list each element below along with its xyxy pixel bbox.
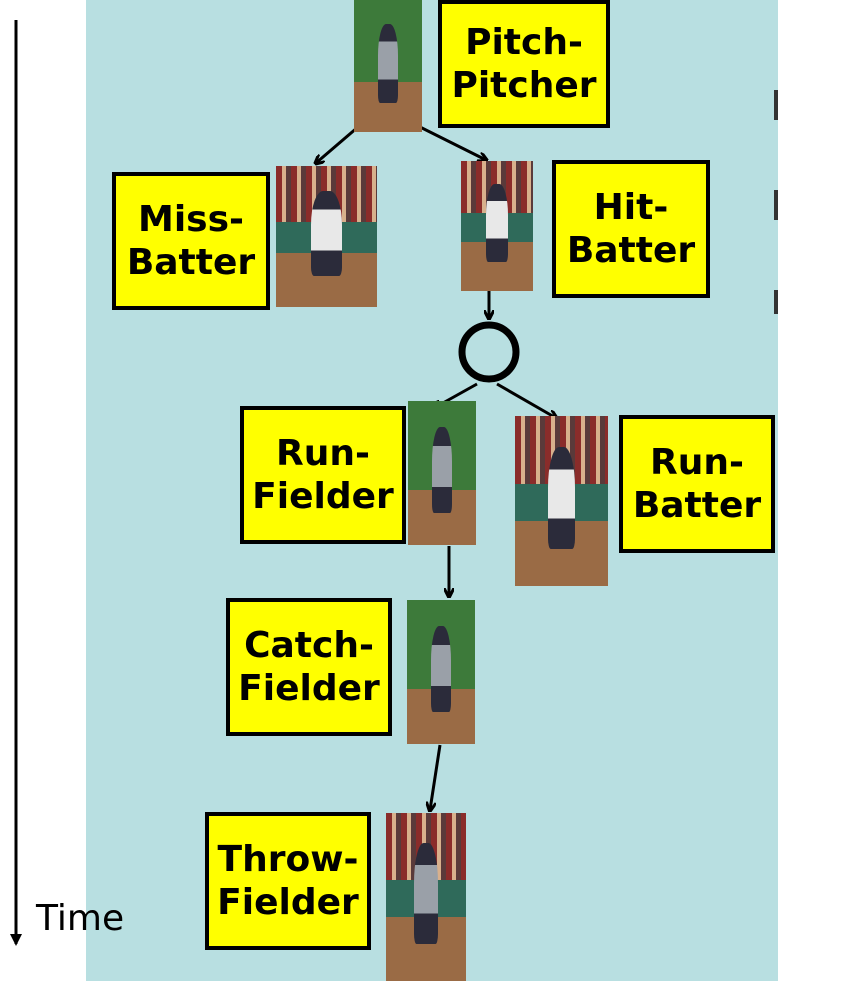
node-run-batter: Run- Batter (619, 415, 775, 553)
node-catch-fielder: Catch- Fielder (226, 598, 392, 736)
panel-edge-mark (774, 90, 778, 120)
node-pitch-pitcher: Pitch- Pitcher (438, 0, 610, 128)
node-hit-batter: Hit- Batter (552, 160, 710, 298)
panel-edge-mark (774, 190, 778, 220)
miss-batter-photo (276, 166, 377, 307)
node-throw-fielder: Throw- Fielder (205, 812, 371, 950)
edge-pitch-to-hit (419, 125, 486, 160)
panel-edge-mark (774, 290, 778, 314)
catch-fielder-photo (407, 600, 475, 744)
time-axis-label: Time (36, 898, 125, 939)
edge-and-to-run-batter (496, 382, 556, 418)
node-miss-batter: Miss- Batter (112, 172, 270, 310)
hit-batter-photo (461, 161, 533, 291)
run-fielder-photo (408, 401, 476, 545)
throw-fielder-photo (386, 813, 466, 981)
pitcher-photo (354, 0, 422, 132)
run-batter-photo (515, 416, 608, 586)
and-node-circle (458, 321, 520, 383)
edge-pitch-to-miss (316, 125, 359, 163)
edge-catch-to-throw (430, 744, 442, 810)
node-run-fielder: Run- Fielder (240, 406, 406, 544)
